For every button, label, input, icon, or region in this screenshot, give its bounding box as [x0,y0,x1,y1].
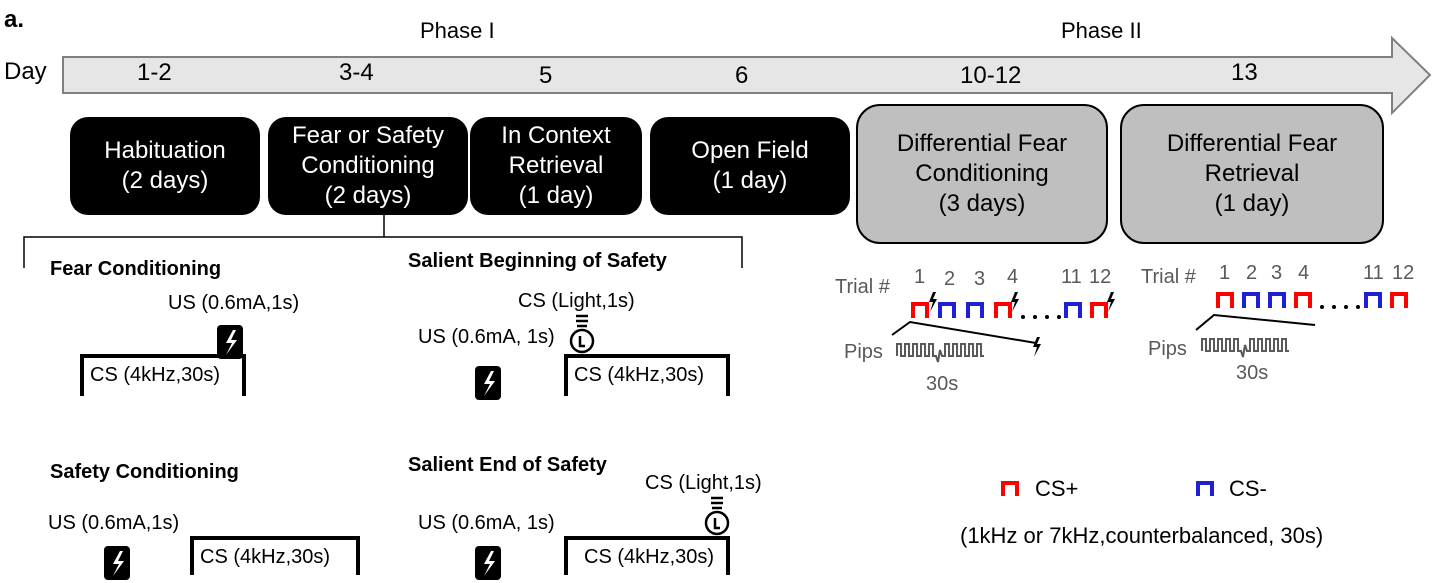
retrieval-trial-number: 12 [1392,262,1415,284]
conditioning-trial-number: 2 [944,268,956,290]
conditioning-trials [911,302,1108,318]
retrieval-pips-label: Pips [1148,338,1187,360]
conditioning-trial-number: 4 [1007,266,1019,288]
legend-note: (1kHz or 7kHz,counterbalanced, 30s) [960,523,1324,548]
conditioning-duration: 30s [926,373,959,395]
shock-icon [104,546,130,580]
day-6: 6 [735,62,749,89]
cs-minus-pulse [966,302,984,318]
salient-beginning-light-label: CS (Light,1s) [518,290,635,312]
expansion-lines [891,320,1037,344]
conditioning-trial-number: 11 [1061,266,1082,288]
retrieval-duration: 30s [1236,362,1269,384]
stage-habituation: Habituation(2 days) [70,117,260,215]
salient-end-cs-label: CS (4kHz,30s) [584,546,715,568]
cs-minus-pulse [938,302,956,318]
cs-minus-pulse [1242,292,1260,308]
safety-cs-label: CS (4kHz,30s) [200,546,331,568]
salient-end-title: Salient End of Safety [408,454,607,476]
conditioning-trial-number: 3 [974,268,986,290]
expansion-lines [1195,313,1316,331]
retrieval-trial-number: 4 [1298,262,1310,284]
cs-minus-pulse [1364,292,1382,308]
salient-beginning-cs-trace [564,354,730,396]
conditioning-trial-number: 12 [1089,266,1112,288]
safety-conditioning-title: Safety Conditioning [50,461,239,483]
retrieval-trials [1216,292,1408,308]
ellipsis-dots [1021,315,1061,319]
shock-icon [217,325,243,359]
retrieval-trial-number: 3 [1271,262,1283,284]
safety-cs-trace [190,536,360,575]
protocol-bracket [23,214,743,268]
salient-beginning-title: Salient Beginning of Safety [408,250,667,272]
safety-us-label: US (0.6mA,1s) [48,512,180,534]
day-label: Day [4,58,47,85]
cs-plus-pulse [1390,292,1408,308]
pips-trace [1201,338,1289,358]
phase-2-label: Phase II [1061,18,1142,43]
fear-conditioning-title: Fear Conditioning [50,258,222,280]
retrieval-trial-number: 11 [1363,262,1384,284]
fear-cs-trace [80,354,246,396]
phase-1-label: Phase I [420,18,495,43]
day-13: 13 [1231,59,1258,86]
shock-icon [475,546,501,580]
light-bulb-icon [704,496,730,536]
cs-plus-pulse [1294,292,1312,308]
salient-end-light-label: CS (Light,1s) [645,472,762,494]
stage-open-field: Open Field(1 day) [650,117,850,215]
shock-icon [475,366,501,400]
cs-plus-pulse [1216,292,1234,308]
salient-beginning-us-label: US (0.6mA, 1s) [418,326,555,348]
day-3-4: 3-4 [339,59,374,86]
retrieval-trial-number: 1 [1219,262,1231,284]
cs-minus-pulse [1064,302,1082,318]
legend-cs-plus-pulse [1001,481,1019,496]
conditioning-trial-number: 1 [914,266,926,288]
salient-beginning-cs-label: CS (4kHz,30s) [574,364,705,386]
ellipsis-dots [1320,305,1360,309]
cs-plus-pulse [994,302,1012,318]
day-10-12: 10-12 [960,62,1022,89]
day-1-2: 1-2 [137,59,172,86]
cs-minus-pulse [1268,292,1286,308]
timeline-arrow [62,35,1432,116]
legend-cs-minus-pulse [1196,481,1214,496]
day-5: 5 [539,62,553,89]
fear-us-label: US (0.6mA,1s) [168,292,300,314]
salient-end-cs-trace [564,536,730,575]
legend-cs-plus-label: CS+ [1035,476,1079,501]
cs-plus-pulse [911,302,929,318]
cs-plus-pulse [1090,302,1108,318]
retrieval-trial-label: Trial # [1141,266,1196,288]
pips-trace [896,343,984,363]
legend-cs-minus-label: CS- [1229,476,1267,501]
salient-end-us-label: US (0.6mA, 1s) [418,512,555,534]
conditioning-trial-label: Trial # [835,276,890,298]
light-bulb-icon [569,314,595,354]
retrieval-trial-number: 2 [1246,262,1258,284]
fear-cs-label: CS (4kHz,30s) [90,364,221,386]
panel-label: a. [4,6,25,33]
conditioning-pips-label: Pips [844,341,883,363]
